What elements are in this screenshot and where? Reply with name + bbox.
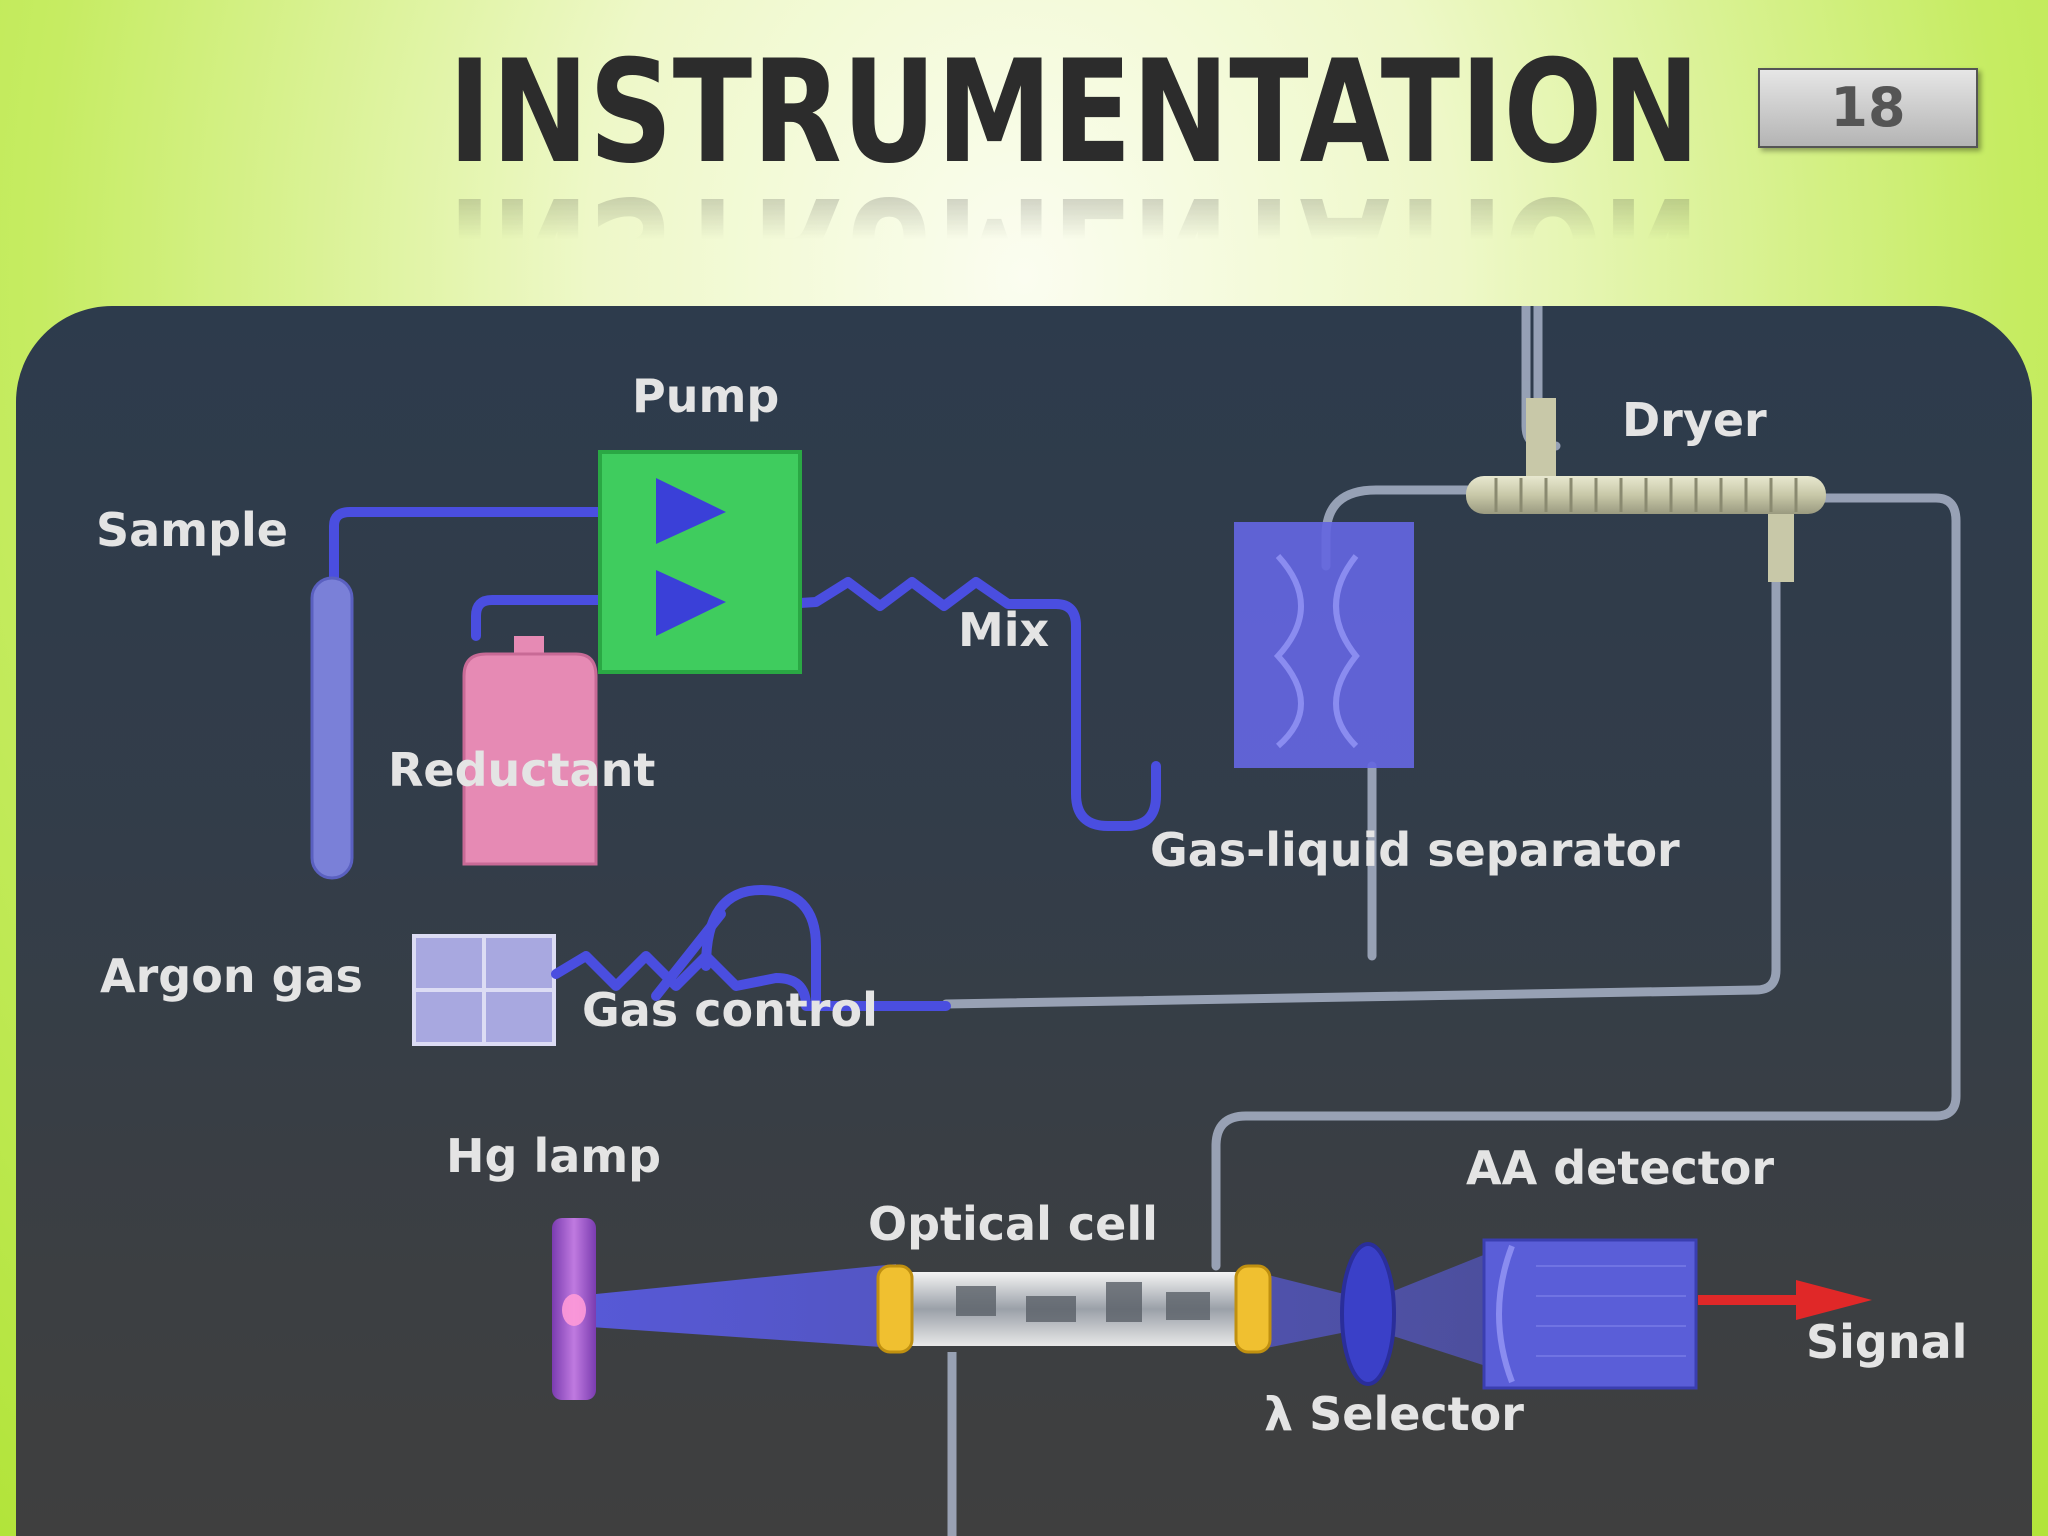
gas-control-valve xyxy=(551,885,951,1011)
label-optical-cell: Optical cell xyxy=(868,1197,1158,1251)
label-aa-detector: AA detector xyxy=(1466,1141,1774,1195)
label-gas-liquid-separator: Gas-liquid separator xyxy=(1150,823,1680,877)
label-sample: Sample xyxy=(96,503,288,557)
aa-detector xyxy=(1482,1238,1698,1390)
gas-tubing xyxy=(941,306,1961,1271)
label-selector: λ Selector xyxy=(1264,1387,1524,1441)
optical-cell xyxy=(876,1264,1272,1536)
label-gas-control: Gas control xyxy=(582,983,878,1037)
dryer xyxy=(1466,398,1826,582)
label-mix: Mix xyxy=(958,603,1049,657)
slide-number-badge: 18 xyxy=(1758,68,1978,148)
label-dryer: Dryer xyxy=(1622,393,1767,447)
sample-tube xyxy=(310,576,354,880)
diagram-panel: Pump Sample Mix Dryer Reductant Gas-liqu… xyxy=(16,306,2032,1536)
gas-liquid-separator xyxy=(1234,522,1414,768)
hydride-generation-aas-diagram: Pump Sample Mix Dryer Reductant Gas-liqu… xyxy=(96,306,1967,1536)
label-pump: Pump xyxy=(632,369,779,423)
pump xyxy=(598,450,802,674)
label-hg-lamp: Hg lamp xyxy=(446,1129,661,1183)
wavelength-selector xyxy=(1340,1242,1396,1386)
reductant-bottle xyxy=(462,636,598,866)
signal-arrow xyxy=(1698,1280,1872,1320)
hg-lamp xyxy=(552,1218,596,1400)
slide-title: INSTRUMENTATION xyxy=(448,30,1700,195)
label-signal: Signal xyxy=(1806,1315,1967,1369)
argon-gas-source xyxy=(412,934,556,1046)
label-argon-gas: Argon gas xyxy=(100,949,363,1003)
label-reductant: Reductant xyxy=(388,743,655,797)
